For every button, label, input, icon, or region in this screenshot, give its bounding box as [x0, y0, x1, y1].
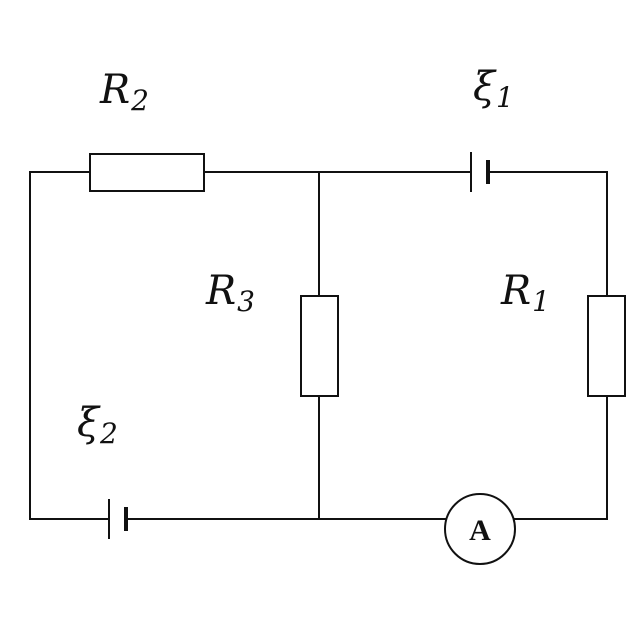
resistor-r3	[300, 295, 339, 397]
label-r1: R1	[500, 268, 550, 318]
label-xi1-subscript: 1	[496, 81, 514, 114]
battery-xi1	[470, 152, 490, 192]
label-r1-symbol: R	[500, 268, 531, 314]
wires	[29, 171, 608, 520]
label-xi2-subscript: 2	[99, 417, 118, 450]
ammeter-ring	[444, 493, 516, 565]
ammeter-label: A	[469, 514, 491, 547]
label-xi1-symbol: ξ	[473, 64, 497, 110]
ammeter: A	[444, 493, 516, 565]
label-r2: R2	[99, 67, 149, 117]
label-r3: R3	[205, 268, 255, 318]
wire-right-bottom	[512, 395, 608, 520]
label-xi1: ξ1	[473, 64, 514, 114]
resistor-r1	[587, 295, 626, 397]
label-r1-subscript: 1	[532, 285, 550, 318]
label-xi2: ξ2	[77, 400, 118, 450]
wire-left	[29, 171, 110, 520]
label-r3-subscript: 3	[237, 285, 255, 318]
resistor-r2	[89, 153, 205, 192]
label-r3-symbol: R	[205, 268, 236, 314]
label-r2-symbol: R	[99, 67, 130, 113]
wire-top-right	[487, 171, 608, 297]
label-xi2-symbol: ξ	[77, 400, 101, 446]
battery-xi2	[108, 499, 128, 539]
label-r2-subscript: 2	[130, 84, 149, 117]
